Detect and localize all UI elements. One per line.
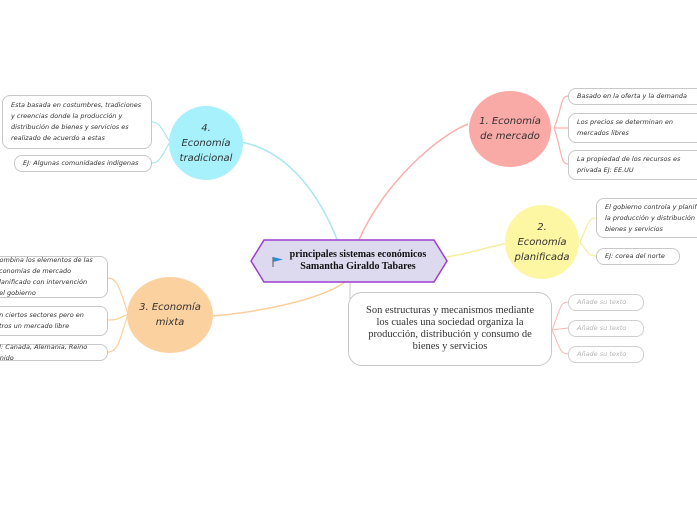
link-center-tradicional <box>239 141 339 243</box>
placeholder-1[interactable]: Añade su texto <box>568 294 644 311</box>
link-mercado-item1 <box>553 95 569 129</box>
tradicional-item-2-text: EJ: Algunas comunidades indígenas <box>23 159 139 167</box>
center-subtitle: Samantha Giraldo Tabares <box>300 261 416 272</box>
topic-tradicional-label: 4. Economía tradicional <box>179 122 233 164</box>
placeholder-2[interactable]: Añade su texto <box>568 320 644 337</box>
placeholder-1-text: Añade su texto <box>577 298 627 306</box>
center-title: principales sistemas económicos <box>289 249 427 260</box>
mercado-item-2[interactable]: Los precios se determinan en mercados li… <box>568 113 697 143</box>
topic-mercado[interactable]: 1. Economía de mercado <box>469 91 551 167</box>
link-planificada-item2 <box>579 241 597 257</box>
mercado-item-1[interactable]: Basado en la oferta y la demanda <box>568 88 697 105</box>
tradicional-item-2[interactable]: EJ: Algunas comunidades indígenas <box>14 155 152 172</box>
mercado-item-3-text: La propiedad de los recursos es privada … <box>577 155 681 174</box>
description-node[interactable]: Son estructuras y mecanismos mediante lo… <box>348 292 552 366</box>
placeholder-2-text: Añade su texto <box>577 324 627 332</box>
link-mixta-item1 <box>107 277 129 315</box>
topic-mercado-label: 1. Economía de mercado <box>479 116 541 142</box>
mixta-item-3-text: EJ: Canada, Alemania, Reino Unido <box>0 342 88 362</box>
planificada-item-2[interactable]: EJ: corea del norte <box>596 248 680 265</box>
link-planificada-item1 <box>579 217 597 243</box>
tradicional-item-1-text: Esta basada en costumbres, tradiciones y… <box>11 101 142 142</box>
mixta-item-1-text: Combina los elementos de las economías d… <box>0 256 93 297</box>
tradicional-item-1[interactable]: Esta basada en costumbres, tradiciones y… <box>2 95 152 149</box>
mixta-item-2-text: En ciertos sectores pero en otros un mer… <box>0 311 84 330</box>
planificada-item-1-text: El gobierno controla y planifica la prod… <box>605 202 697 233</box>
link-desc-ph2 <box>551 327 569 331</box>
topic-planificada-label: 2. Economía planificada <box>514 221 570 263</box>
topic-planificada[interactable]: 2. Economía planificada <box>505 205 579 279</box>
topic-mixta-label: 3. Economía mixta <box>139 302 201 328</box>
link-center-mercado <box>357 123 469 243</box>
link-center-planificada <box>439 243 506 259</box>
mixta-item-3[interactable]: EJ: Canada, Alemania, Reino Unido <box>0 342 108 362</box>
center-node[interactable]: principales sistemas económicos Samantha… <box>252 241 446 281</box>
mixta-item-1[interactable]: Combina los elementos de las economías d… <box>0 256 108 298</box>
planificada-item-1[interactable]: El gobierno controla y planifica la prod… <box>596 198 697 238</box>
planificada-item-2-text: EJ: corea del norte <box>605 252 665 260</box>
placeholder-3-text: Añade su texto <box>577 350 627 358</box>
mercado-item-1-text: Basado en la oferta y la demanda <box>577 92 687 100</box>
link-mercado-item3 <box>553 127 569 165</box>
topic-mixta[interactable]: 3. Economía mixta <box>127 277 213 353</box>
link-mixta-item2 <box>107 313 129 321</box>
link-center-mixta <box>211 281 346 317</box>
topic-tradicional[interactable]: 4. Economía tradicional <box>169 106 243 180</box>
link-desc-ph3 <box>551 329 569 355</box>
placeholder-3[interactable]: Añade su texto <box>568 346 644 363</box>
link-tradicional-item1 <box>151 121 171 143</box>
link-mixta-item3 <box>107 313 129 353</box>
mercado-item-2-text: Los precios se determinan en mercados li… <box>577 118 673 137</box>
description-text: Son estructuras y mecanismos mediante lo… <box>366 305 534 352</box>
link-desc-ph1 <box>551 301 569 331</box>
link-tradicional-item2 <box>151 141 171 164</box>
mercado-item-3[interactable]: La propiedad de los recursos es privada … <box>568 150 697 180</box>
flag-icon <box>272 256 283 267</box>
mixta-item-2[interactable]: En ciertos sectores pero en otros un mer… <box>0 306 108 336</box>
